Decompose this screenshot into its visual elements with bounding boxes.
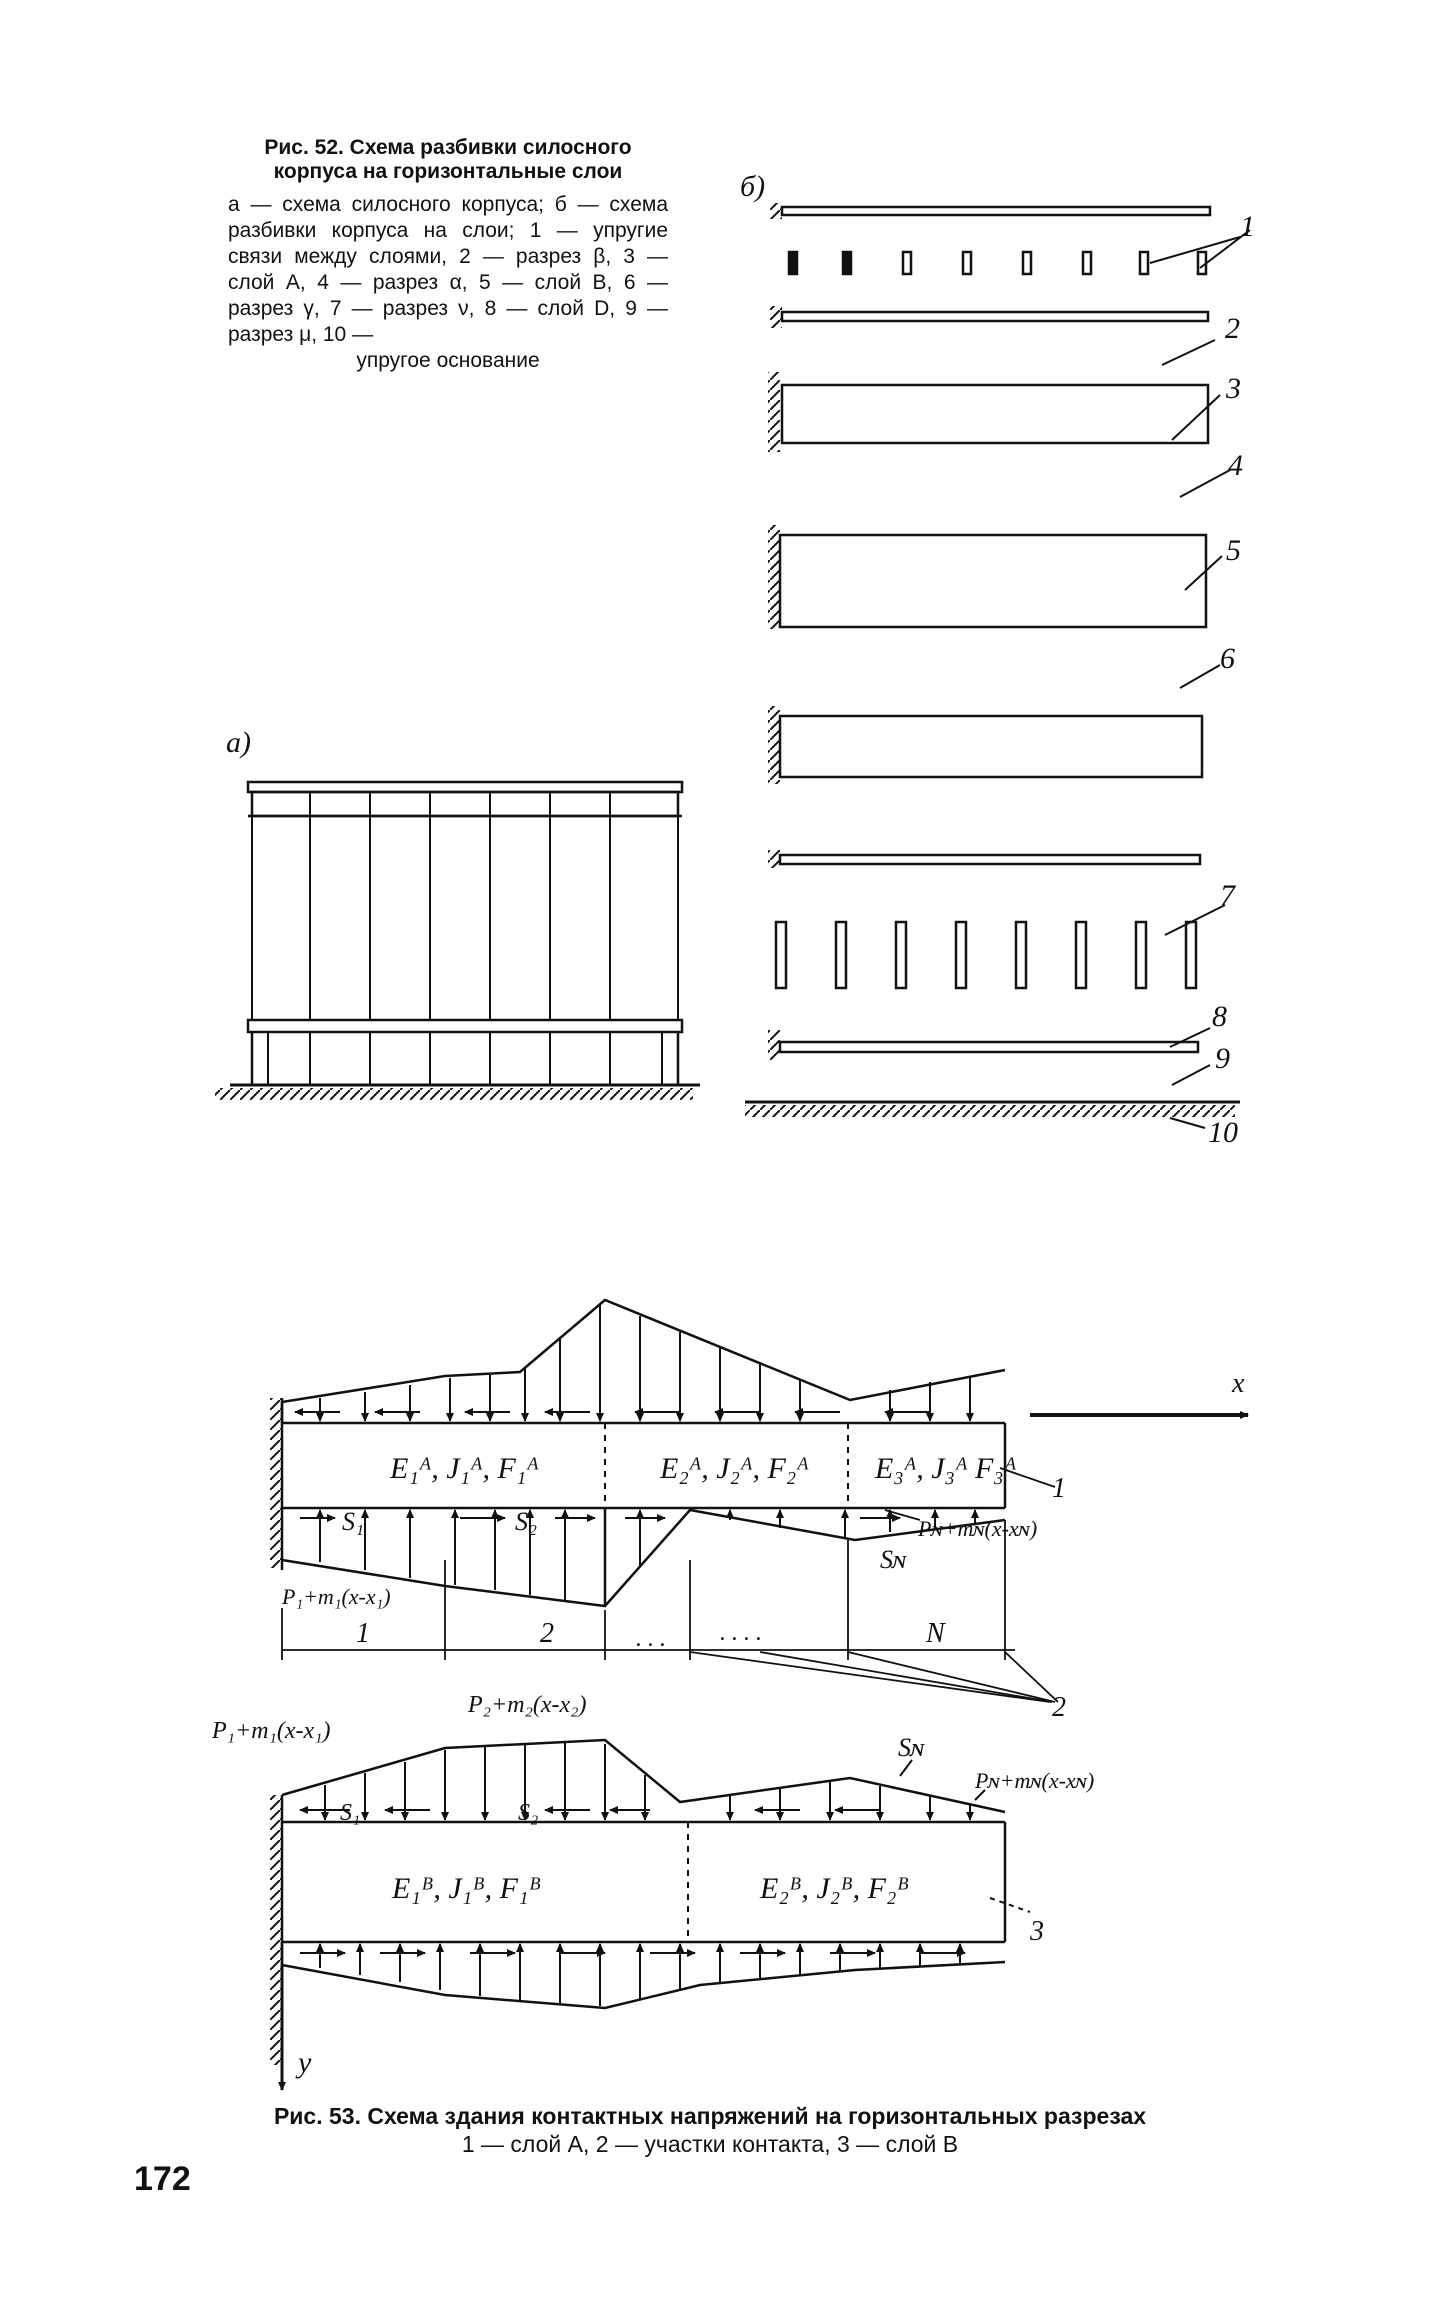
segment-1-label: 1	[356, 1618, 370, 1649]
figure-53-subtitle: 1 — слой А, 2 — участки контакта, 3 — сл…	[461, 2131, 959, 2157]
label-a: а)	[226, 726, 251, 759]
figure-52-caption: Рис. 52. Схема разбивки силосного корпус…	[228, 136, 668, 374]
silo-building-drawing: а)	[215, 726, 700, 1100]
load-1-label-top: P₁+m₁(x-x₁)	[281, 1584, 391, 1609]
callout-9: 9	[1215, 1042, 1230, 1075]
sn-label-bottom: Sɴ	[898, 1733, 925, 1762]
s1-label-bottom: S₁	[340, 1800, 360, 1826]
axis-x-label: x	[1231, 1368, 1245, 1399]
layer-b-stress-diagram: y E₁ᴮ, J₁ᴮ, F₁ᴮ E₂ᴮ, J₂ᴮ, F₂ᴮ P₁+m₁(x-x₁…	[211, 1692, 1094, 2091]
callout-5: 5	[1226, 534, 1241, 567]
callout-8: 8	[1212, 1000, 1227, 1033]
layer-a-props-3: E₃ᴬ, J₃ᴬ F₃ᴬ	[874, 1452, 1017, 1485]
segment-dots-2: . . . .	[720, 1620, 762, 1646]
figure-52-legend: а — схема силосного корпуса; б — схема р…	[228, 192, 668, 374]
segment-n-label: N	[925, 1618, 946, 1649]
page-number: 172	[134, 2160, 191, 2198]
callout-10: 10	[1208, 1116, 1238, 1149]
s2-label-bottom: S₂	[518, 1800, 538, 1826]
callout-6: 6	[1220, 642, 1235, 675]
axis-y-label: y	[295, 2046, 312, 2079]
layer-a-props-1: E₁ᴬ, J₁ᴬ, F₁ᴬ	[389, 1452, 539, 1485]
s2-label-top: S₂	[515, 1507, 537, 1536]
load-n-label-bottom: Pɴ+mɴ(x-xɴ)	[974, 1768, 1094, 1793]
label-b: б)	[740, 170, 765, 203]
s1-label-top: S₁	[342, 1507, 364, 1536]
callout-fig53-1: 1	[1052, 1473, 1066, 1504]
callout-fig53-3: 3	[1029, 1916, 1044, 1947]
figure-52-legend-text: а — схема силосного корпуса; б — схема р…	[228, 193, 668, 346]
callout-4: 4	[1228, 449, 1243, 482]
callout-7: 7	[1220, 879, 1237, 912]
load-1-label-bottom: P₁+m₁(x-x₁)	[211, 1718, 331, 1744]
sn-label-top: Sɴ	[880, 1545, 907, 1574]
callout-3: 3	[1225, 372, 1241, 405]
layer-a-props-2: E₂ᴬ, J₂ᴬ, F₂ᴬ	[659, 1452, 809, 1485]
figure-52-title: Рис. 52. Схема разбивки силосного корпус…	[264, 136, 632, 183]
layer-b-props-2: E₂ᴮ, J₂ᴮ, F₂ᴮ	[759, 1872, 909, 1905]
figure-52-legend-end: упругое основание	[356, 349, 540, 372]
layer-breakdown-drawing: б)	[740, 170, 1255, 1149]
callout-fig53-2: 2	[1052, 1692, 1066, 1723]
layer-b-props-1: E₁ᴮ, J₁ᴮ, F₁ᴮ	[391, 1872, 541, 1905]
layer-a-stress-diagram: x	[270, 1298, 1249, 1723]
load-n-label-top: Pɴ+mɴ(x-xɴ)	[917, 1516, 1037, 1541]
segment-dots-1: . . .	[636, 1626, 666, 1652]
callout-1: 1	[1240, 210, 1255, 243]
figure-53-caption: Рис. 53. Схема здания контактных напряже…	[130, 2102, 1290, 2158]
callout-2: 2	[1225, 312, 1240, 345]
figure-53-title: Рис. 53. Схема здания контактных напряже…	[273, 2103, 1147, 2129]
load-2-label-bottom: P₂+m₂(x-x₂)	[467, 1692, 587, 1718]
segment-2-label: 2	[540, 1618, 554, 1649]
